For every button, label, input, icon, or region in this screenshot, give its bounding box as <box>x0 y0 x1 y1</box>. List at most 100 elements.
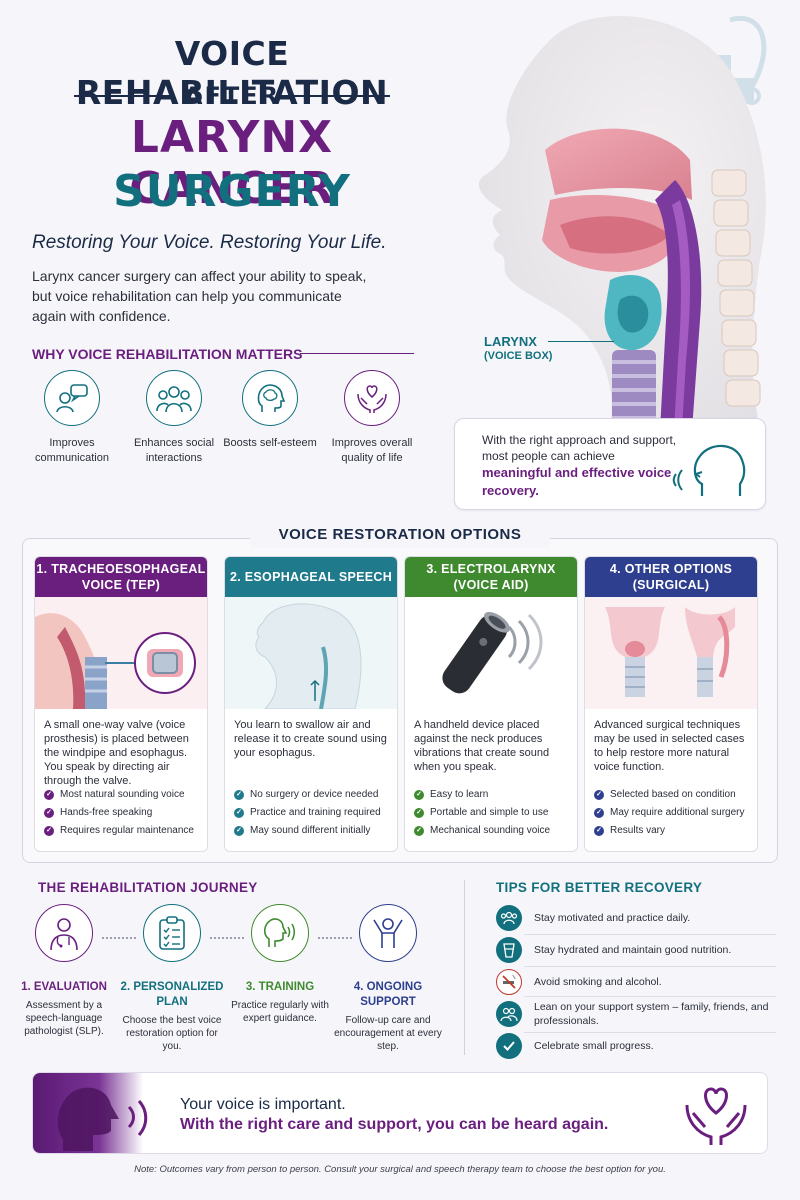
title-rule-left <box>73 95 174 97</box>
tip-separator <box>524 1032 776 1033</box>
speaking-silhouette-icon <box>57 1087 148 1151</box>
why-item-self-esteem: Boosts self-esteem <box>218 370 322 451</box>
celebrating-person-icon <box>359 904 417 962</box>
check-icon: ✓ <box>44 826 54 836</box>
option-card-description: A small one-way valve (voice prosthesis)… <box>44 719 189 787</box>
doctor-icon <box>35 904 93 962</box>
tip-text: Celebrate small progress. <box>534 1040 654 1052</box>
why-item-quality-of-life: Improves overall quality of life <box>320 370 424 466</box>
check-icon: ✓ <box>234 790 244 800</box>
banner-line-1: Your voice is important. <box>180 1096 346 1113</box>
title-after-row: AFTER <box>22 82 442 110</box>
check-icon: ✓ <box>234 826 244 836</box>
option-point: ✓ Results vary <box>594 825 748 837</box>
option-point: ✓Mechanical sounding voice <box>414 825 568 837</box>
speaking-face-icon <box>251 904 309 962</box>
option-point-text: Portable and simple to use <box>430 807 549 818</box>
tip-item: Avoid smoking and alcohol. <box>496 969 776 995</box>
why-item-communication: Improves communication <box>20 370 124 466</box>
tip-item: Lean on your support system – family, fr… <box>496 1000 776 1028</box>
banner-line-2: With the right care and support, you can… <box>180 1116 609 1133</box>
option-point: ✓ Requires regular maintenance <box>44 825 198 837</box>
group-icon <box>496 905 522 931</box>
options-title-backdrop <box>250 526 550 548</box>
option-point: ✓ Most natural sounding voice <box>44 789 198 801</box>
speech-bubble-icon <box>44 370 100 426</box>
head-brain-icon <box>242 370 298 426</box>
people-group-icon <box>146 370 202 426</box>
support-icon <box>496 1001 522 1027</box>
option-card-title: 2. ESOPHAGEAL SPEECH <box>225 557 397 597</box>
option-card-points: ✓Selected based on condition ✓May requir… <box>585 789 757 837</box>
tip-separator <box>524 934 776 935</box>
check-icon: ✓ <box>44 790 54 800</box>
why-matters-rule <box>300 353 414 354</box>
glass-icon <box>496 937 522 963</box>
heart-hands-icon <box>344 370 400 426</box>
journey-step-plan: 2. PERSONALIZED PLAN Choose the best voi… <box>118 904 226 1053</box>
check-icon <box>496 1033 522 1059</box>
journey-step-title: 2. PERSONALIZED PLAN <box>120 981 224 1008</box>
journey-connector <box>318 937 352 939</box>
tip-item: Stay hydrated and maintain good nutritio… <box>496 937 776 963</box>
options-heading: VOICE RESTORATION OPTIONS <box>278 526 522 543</box>
intro-text: Larynx cancer surgery can affect your ab… <box>32 268 367 324</box>
larynx-label: LARYNX <box>484 334 537 349</box>
title-line-2: AFTER <box>183 82 281 110</box>
option-point-text: No surgery or device needed <box>250 789 379 800</box>
journey-step-desc: Assessment by a speech-language patholog… <box>24 1000 104 1037</box>
why-matters-heading: WHY VOICE REHABILITATION MATTERS <box>32 346 303 362</box>
larynx-pointer-line <box>548 341 614 342</box>
journey-step-desc: Follow-up care and encouragement at ever… <box>334 1015 442 1052</box>
tip-separator <box>524 996 776 997</box>
option-card-surgical: 4. OTHER OPTIONS (SURGICAL) Advanced sur… <box>584 556 758 852</box>
tip-item: Celebrate small progress. <box>496 1033 776 1059</box>
option-point-text: Most natural sounding voice <box>60 789 185 800</box>
option-point-text: Requires regular maintenance <box>60 825 194 836</box>
tip-text: Lean on your support system – family, fr… <box>534 1001 769 1027</box>
journey-step-title: 1. EVALUATION <box>21 981 107 993</box>
option-card-description: A handheld device placed against the nec… <box>414 719 550 773</box>
option-card-description: You learn to swallow air and release it … <box>234 719 387 759</box>
option-point: ✓Selected based on condition <box>594 789 748 801</box>
check-icon: ✓ <box>594 808 604 818</box>
journey-step-desc: Practice regularly with expert guidance. <box>231 1000 329 1024</box>
check-icon: ✓ <box>234 808 244 818</box>
option-point-text: Hands-free speaking <box>60 807 153 818</box>
clipboard-icon <box>143 904 201 962</box>
why-label-communication: Improves communication <box>35 437 109 464</box>
option-card-points: ✓Easy to learn ✓Portable and simple to u… <box>405 789 577 837</box>
option-card-esophageal: 2. ESOPHAGEAL SPEECH You learn to swallo… <box>224 556 398 852</box>
title-line-4: SURGERY <box>113 166 351 217</box>
journey-step-desc: Choose the best voice restoration option… <box>122 1015 222 1052</box>
journey-step-title: 4. ONGOING SUPPORT <box>353 981 423 1008</box>
tip-item: Stay motivated and practice daily. <box>496 905 776 931</box>
option-card-title: 4. OTHER OPTIONS (SURGICAL) <box>585 557 757 597</box>
option-point-text: May sound different initially <box>250 825 371 836</box>
option-point: ✓Portable and simple to use <box>414 807 568 819</box>
title-rule-right <box>290 95 391 97</box>
option-point-text: Results vary <box>610 825 666 836</box>
journey-connector <box>210 937 244 939</box>
why-label-quality-of-life: Improves overall quality of life <box>331 437 413 464</box>
title-line-3: LARYNX CANCER <box>129 112 335 214</box>
why-label-social: Enhances social interactions <box>133 437 215 464</box>
why-label-self-esteem: Boosts self-esteem <box>223 437 317 449</box>
option-card-tep: 1. TRACHEOESOPHAGEAL VOICE (TEP) A small… <box>34 556 208 852</box>
option-point: ✓May require additional surgery <box>594 807 748 819</box>
journey-step-title: 3. TRAINING <box>245 981 315 993</box>
disclaimer-note: Note: Outcomes vary from person to perso… <box>134 1164 666 1175</box>
recovery-highlight: meaningful and effective voice recovery. <box>482 465 672 498</box>
recovery-callout <box>454 418 766 510</box>
journey-connector <box>102 937 136 939</box>
head-neck-anatomy-illustration <box>478 16 767 430</box>
option-point: ✓ No surgery or device needed <box>234 789 388 801</box>
heart-hands-icon <box>685 1087 747 1145</box>
check-icon: ✓ <box>414 790 424 800</box>
journey-step-support: 4. ONGOING SUPPORT Follow-up care and en… <box>334 904 442 1053</box>
check-icon: ✓ <box>594 826 604 836</box>
option-point-text: Practice and training required <box>250 807 381 818</box>
option-card-points: ✓Most natural sounding voice ✓Hands-free… <box>35 789 207 837</box>
option-point: ✓Hands-free speaking <box>44 807 198 819</box>
check-icon: ✓ <box>594 790 604 800</box>
